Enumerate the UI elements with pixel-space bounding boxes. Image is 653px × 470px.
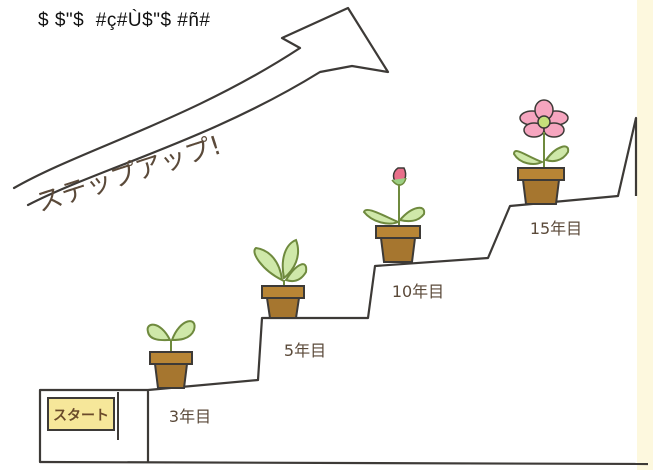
step-15-years-label: 15年目 xyxy=(530,219,582,238)
step-5-years-label: 5年目 xyxy=(284,341,326,360)
sprout-plant xyxy=(146,320,196,389)
right-edge-strip xyxy=(637,0,653,470)
start-label: スタート xyxy=(53,408,109,424)
step-3-years-label: 3年目 xyxy=(169,407,211,426)
floor-line xyxy=(39,460,649,466)
staircase-outline xyxy=(38,116,638,464)
step-10-years-label: 10年目 xyxy=(392,282,444,301)
arrow-label: ステップアップ! xyxy=(33,131,225,219)
start-sign: スタート xyxy=(47,392,119,440)
bud-plant xyxy=(362,167,426,263)
garbled-header-text: $ $"$ #ç#Ù$"$ #ñ# xyxy=(38,10,211,31)
step-up-arrow: ステップアップ! xyxy=(12,6,390,219)
flower-plant xyxy=(512,99,570,205)
leafy-plant xyxy=(253,238,308,319)
